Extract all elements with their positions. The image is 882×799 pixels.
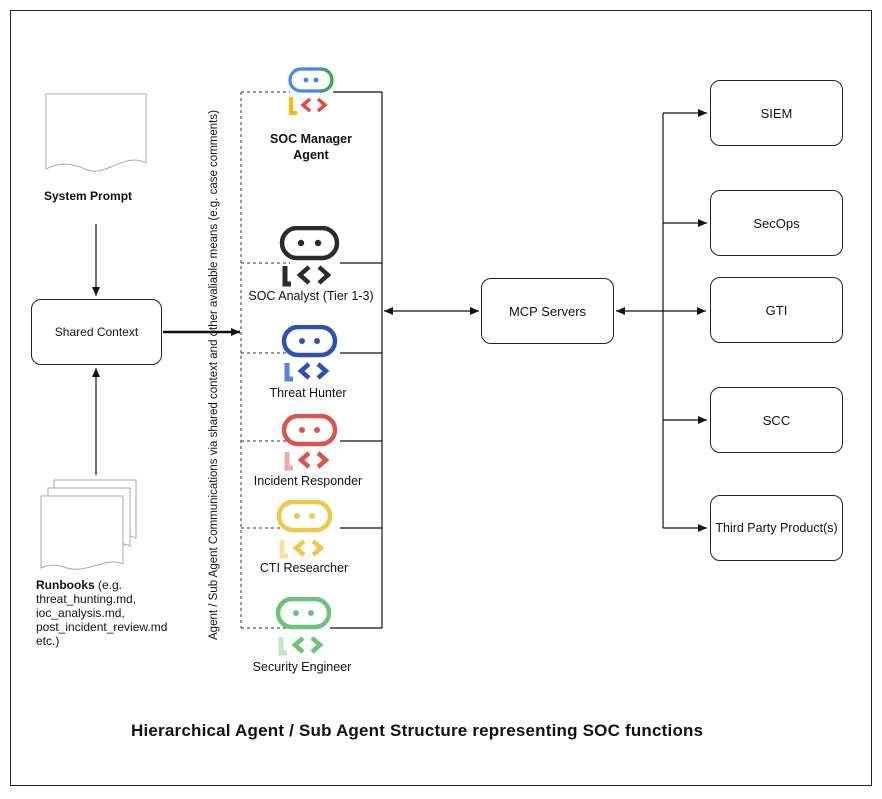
system-prompt-document-icon	[45, 93, 147, 172]
runbooks-documents-icon	[40, 479, 137, 570]
service-label: SCC	[762, 412, 791, 428]
agent-label-line: SOC Manager	[270, 132, 352, 146]
shared-context-label: Shared Context	[54, 325, 139, 339]
service-label: SecOps	[753, 215, 800, 231]
agent-threat-hunter-label: Threat Hunter	[269, 386, 347, 400]
comms-vertical-label: Agent / Sub Agent Communications via sha…	[208, 110, 220, 640]
robot-hunter-icon[interactable]	[281, 325, 339, 383]
agent-soc-analyst-label: SOC Analyst (Tier 1-3)	[248, 289, 374, 303]
service-secops-box[interactable]: SecOps	[710, 190, 843, 256]
system-prompt-label: System Prompt	[44, 189, 133, 203]
agent-cti-researcher-label: CTI Researcher	[259, 561, 349, 575]
diagram-caption: Hierarchical Agent / Sub Agent Structure…	[131, 721, 704, 740]
robot-responder-icon[interactable]	[281, 414, 339, 472]
runbooks-bold: Runbooks	[36, 578, 95, 592]
agents-bus-bracket	[330, 91, 383, 629]
robot-gemini-icon[interactable]	[288, 67, 334, 117]
service-gti-box[interactable]: GTI	[710, 277, 843, 343]
runbooks-line: post_incident_review.md	[36, 620, 168, 634]
robot-cti-icon[interactable]	[276, 500, 334, 560]
agent-security-engineer-label: Security Engineer	[252, 660, 352, 674]
service-scc-box[interactable]: SCC	[710, 387, 843, 453]
service-label: Third Party Product(s)	[715, 521, 838, 535]
shared-context-box[interactable]: Shared Context	[31, 299, 162, 365]
service-label: GTI	[765, 302, 788, 318]
agent-label-line: Agent	[293, 148, 329, 162]
diagram-frame	[10, 10, 872, 786]
service-third-party-box[interactable]: Third Party Product(s)	[710, 495, 843, 561]
runbooks-line: (e.g.	[94, 578, 123, 592]
dashed-comms-bracket	[240, 91, 290, 629]
mcp-servers-label: MCP Servers	[508, 303, 587, 319]
runbooks-label: Runbooks (e.g.threat_hunting.md,ioc_anal…	[36, 578, 176, 648]
runbooks-line: etc.)	[36, 634, 60, 648]
mcp-servers-box[interactable]: MCP Servers	[481, 278, 614, 344]
runbooks-line: ioc_analysis.md,	[36, 606, 125, 620]
robot-analyst-icon[interactable]	[279, 226, 341, 288]
runbooks-line: threat_hunting.md,	[36, 592, 137, 606]
service-label: SIEM	[760, 105, 793, 121]
service-siem-box[interactable]: SIEM	[710, 80, 843, 146]
agent-incident-responder-label: Incident Responder	[253, 474, 363, 488]
robot-engineer-icon[interactable]	[275, 597, 333, 657]
